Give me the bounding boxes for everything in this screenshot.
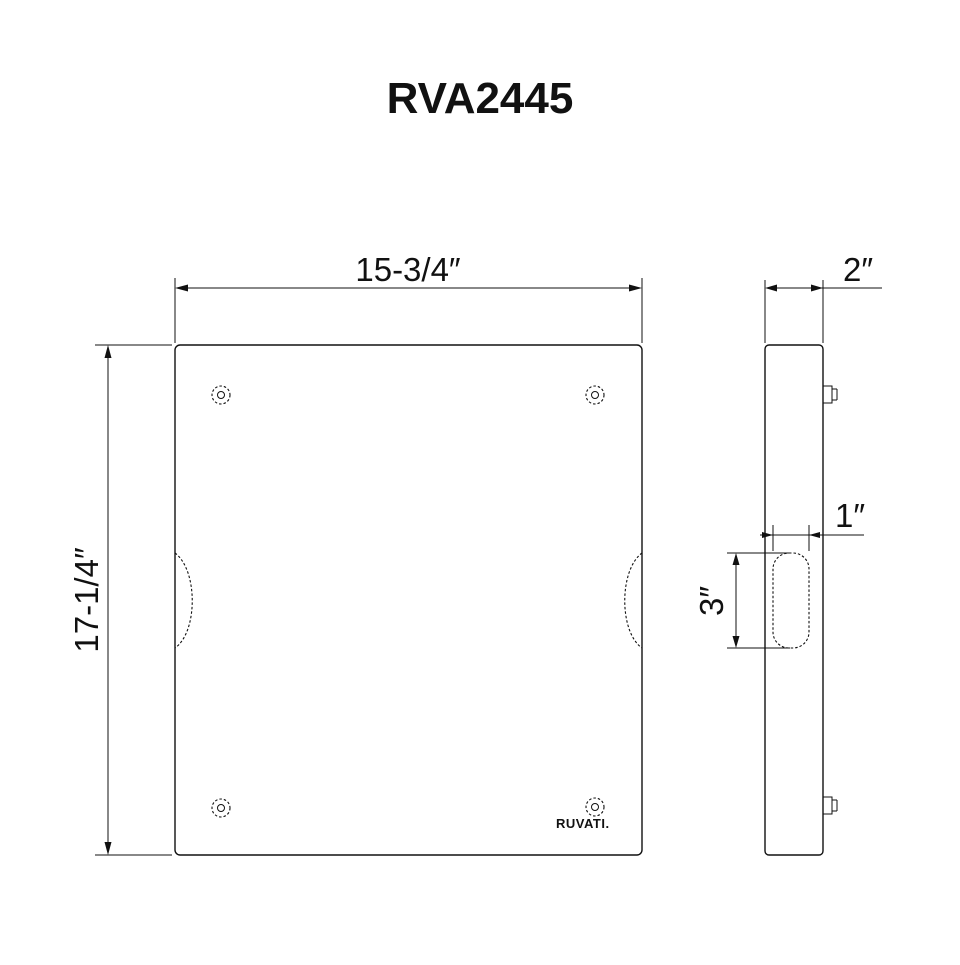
front-view: RUVATI. 15-3/4″ 17-1/4″: [68, 251, 643, 856]
height-label: 17-1/4″: [68, 547, 105, 653]
handle-depth-label: 1″: [835, 497, 865, 534]
right-handle-cutout: [624, 552, 643, 649]
handle-slot: [772, 552, 810, 649]
screw-hole-bottom-left: [211, 798, 231, 818]
screw-hole-bottom-right: [585, 797, 605, 817]
bottom-peg: [822, 796, 838, 815]
handle-height-label: 3″: [693, 586, 730, 616]
board-outline: [174, 344, 643, 856]
side-view: 2″ 1″ 3″: [693, 251, 882, 856]
width-dimension: [174, 278, 643, 343]
height-dimension: [95, 344, 172, 856]
model-title: RVA2445: [387, 74, 574, 123]
thickness-label: 2″: [843, 251, 873, 288]
handle-depth-dimension: [760, 525, 864, 551]
handle-height-dimension: [727, 552, 790, 649]
side-profile-outline: [764, 344, 824, 856]
thickness-dimension: [764, 280, 882, 343]
brand-logo: RUVATI.: [556, 816, 610, 831]
width-label: 15-3/4″: [355, 251, 461, 288]
top-peg: [822, 385, 838, 404]
left-handle-cutout: [174, 552, 193, 649]
screw-hole-top-right: [585, 385, 605, 405]
screw-hole-top-left: [211, 385, 231, 405]
